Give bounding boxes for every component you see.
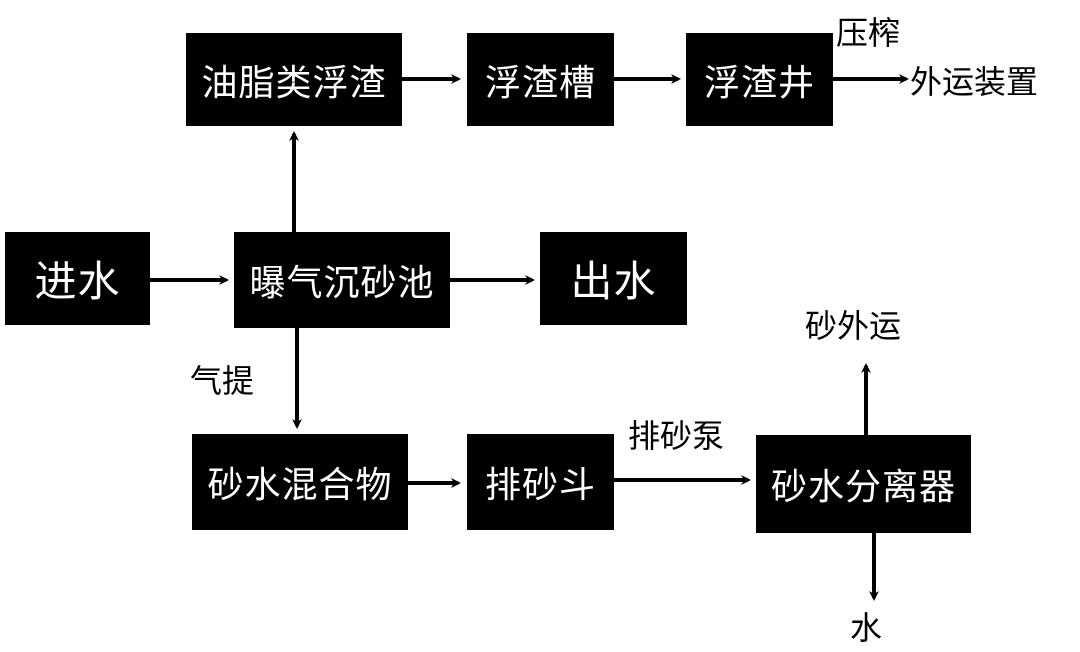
label-press: 压榨: [836, 14, 901, 52]
label-air-lift: 气提: [190, 362, 255, 400]
label-water: 水: [850, 609, 883, 647]
box-inflow: 进水: [5, 232, 150, 325]
box-scum-well: 浮渣井: [686, 33, 833, 126]
box-sand-water-mixture: 砂水混合物: [192, 434, 408, 530]
label-transport-device: 外运装置: [910, 63, 1039, 101]
label-sand-pump: 排砂泵: [628, 417, 725, 455]
box-scum-tank: 浮渣槽: [467, 33, 614, 126]
box-outflow: 出水: [540, 232, 687, 325]
box-sand-water-separator: 砂水分离器: [756, 435, 971, 533]
label-sand-export: 砂外运: [805, 307, 902, 345]
box-sand-hopper: 排砂斗: [467, 434, 614, 530]
box-aerated-grit-chamber: 曝气沉砂池: [234, 232, 450, 328]
box-grease-scum: 油脂类浮渣: [186, 33, 402, 126]
